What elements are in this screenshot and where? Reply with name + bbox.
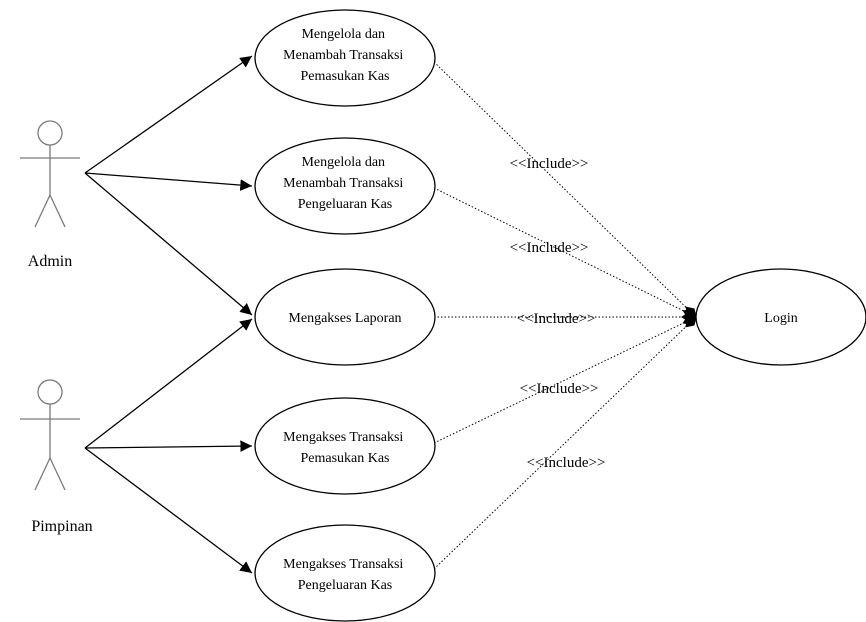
association-pimpinan-uc5 xyxy=(84,447,253,574)
uc4-line-1: Mengakses Transaksi xyxy=(283,430,403,445)
svg-text:Login: Login xyxy=(764,311,797,326)
actor-pimpinan: Pimpinan xyxy=(20,379,93,535)
actor-admin-label: Admin xyxy=(28,253,72,270)
actor-pimpinan-label: Pimpinan xyxy=(31,518,92,535)
actor-admin-figure-icon xyxy=(20,120,80,228)
actor-admin: Admin xyxy=(20,120,80,270)
uc2-line-2: Menambah Transaksi xyxy=(283,176,403,191)
association-admin-uc3 xyxy=(84,172,253,316)
include-uc5-login xyxy=(433,316,697,570)
association-admin-uc1 xyxy=(84,55,253,174)
uc5-line-1: Mengakses Transaksi xyxy=(283,557,403,572)
uc2-line-3: Pengeluaran Kas xyxy=(298,197,392,212)
use-case-akses-pengeluaran: Mengakses Transaksi Pengeluaran Kas xyxy=(254,524,436,622)
uc4-line-2: Pemasukan Kas xyxy=(300,451,389,466)
association-admin-uc2 xyxy=(84,172,253,191)
svg-text:Mengelola dan Menambah T: Mengelola dan Menambah Transaksi Pemasuk… xyxy=(283,27,407,84)
use-case-kelola-pengeluaran: Mengelola dan Menambah Transaksi Pengelu… xyxy=(254,137,436,235)
use-case-akses-pemasukan: Mengakses Transaksi Pemasukan Kas xyxy=(254,397,436,495)
use-case-kelola-pemasukan: Mengelola dan Menambah Transaksi Pemasuk… xyxy=(254,9,436,107)
association-pimpinan-uc4 xyxy=(84,440,253,452)
actor-pimpinan-figure-icon xyxy=(20,379,80,491)
include-label-3: <<Include>> xyxy=(517,311,596,327)
svg-text:Mengelola dan Menambah T: Mengelola dan Menambah Transaksi Pengelu… xyxy=(283,155,407,212)
include-uc1-login xyxy=(433,61,697,318)
uc2-line-1: Mengelola dan xyxy=(301,155,385,170)
association-pimpinan-uc3 xyxy=(84,318,253,449)
svg-text:Mengakses Laporan: Mengakses Laporan xyxy=(288,311,401,326)
include-label-4: <<Include>> xyxy=(520,381,599,397)
uc1-line-2: Menambah Transaksi xyxy=(283,48,403,63)
login-label: Login xyxy=(764,311,797,326)
include-label-2: <<Include>> xyxy=(510,240,589,256)
uc5-line-2: Pengeluaran Kas xyxy=(298,578,392,593)
uc1-line-1: Mengelola dan xyxy=(301,27,385,42)
uc1-line-3: Pemasukan Kas xyxy=(300,69,389,84)
include-label-1: <<Include>> xyxy=(510,156,589,172)
use-case-akses-laporan: Mengakses Laporan xyxy=(254,268,436,366)
svg-text:Mengakses Transaksi Pema: Mengakses Transaksi Pemasukan Kas xyxy=(283,430,407,466)
uc3-line-1: Mengakses Laporan xyxy=(288,311,401,326)
use-case-login: Login xyxy=(695,268,866,366)
svg-text:Mengakses Transaksi Peng: Mengakses Transaksi Pengeluaran Kas xyxy=(283,557,407,593)
include-uc4-login xyxy=(433,315,697,444)
include-label-5: <<Include>> xyxy=(527,455,606,471)
